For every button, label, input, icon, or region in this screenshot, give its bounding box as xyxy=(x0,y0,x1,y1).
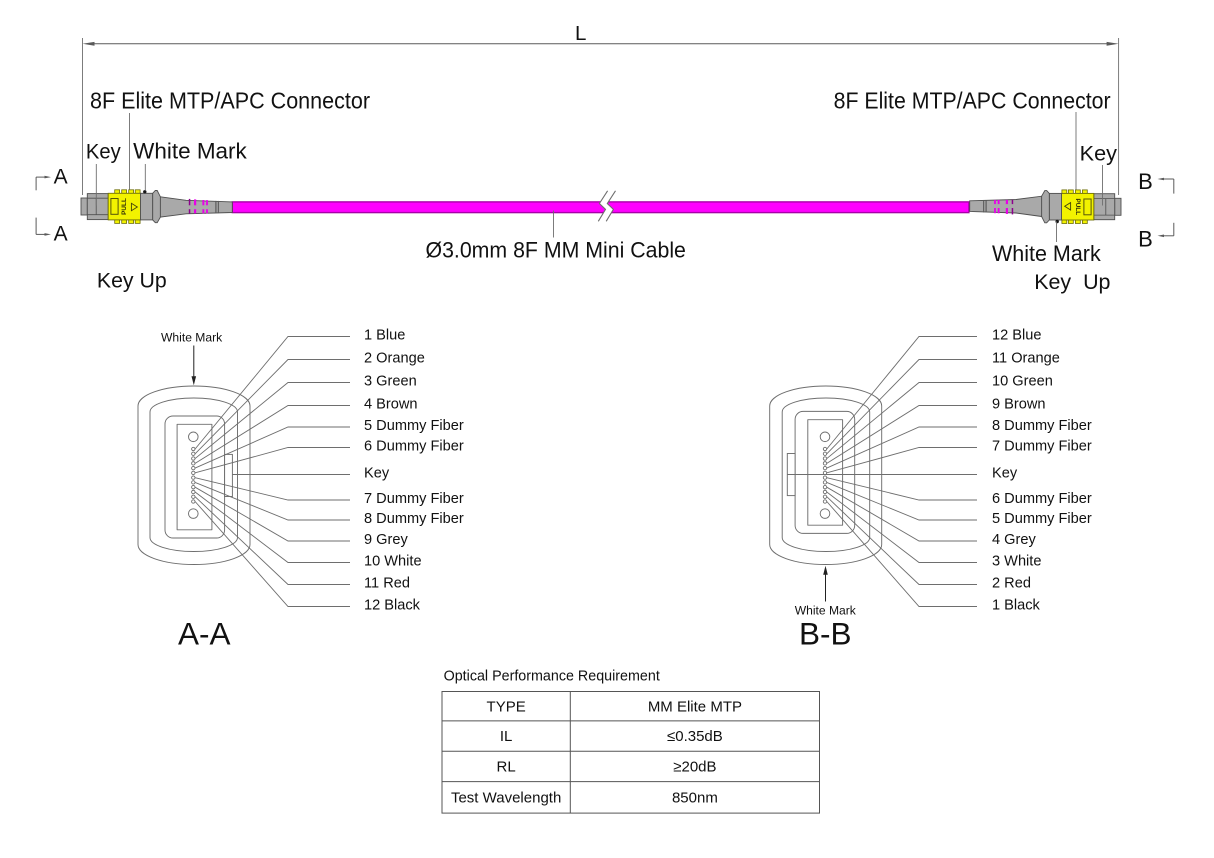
svg-text:B: B xyxy=(1138,226,1153,251)
svg-text:11 Red: 11 Red xyxy=(364,576,410,592)
svg-text:8F Elite MTP/APC Connector: 8F Elite MTP/APC Connector xyxy=(90,88,370,114)
svg-text:Key Up: Key Up xyxy=(1034,270,1110,294)
svg-text:9 Grey: 9 Grey xyxy=(364,532,408,548)
svg-text:Key: Key xyxy=(86,140,121,164)
svg-text:5 Dummy Fiber: 5 Dummy Fiber xyxy=(364,418,464,434)
svg-text:8F Elite MTP/APC Connector: 8F Elite MTP/APC Connector xyxy=(834,88,1111,114)
svg-text:12 Black: 12 Black xyxy=(364,598,421,614)
svg-text:White Mark: White Mark xyxy=(161,331,223,345)
svg-text:12 Blue: 12 Blue xyxy=(992,328,1042,344)
svg-text:4 Brown: 4 Brown xyxy=(364,397,418,413)
svg-text:PULL: PULL xyxy=(121,198,128,215)
svg-text:1 Blue: 1 Blue xyxy=(364,328,405,344)
svg-text:RL: RL xyxy=(497,759,516,776)
svg-text:8 Dummy Fiber: 8 Dummy Fiber xyxy=(364,511,464,527)
svg-text:Test Wavelength: Test Wavelength xyxy=(451,789,561,806)
svg-text:5 Dummy Fiber: 5 Dummy Fiber xyxy=(992,511,1092,527)
svg-text:A: A xyxy=(54,165,68,188)
svg-text:6 Dummy Fiber: 6 Dummy Fiber xyxy=(364,439,464,455)
svg-text:MM Elite MTP: MM Elite MTP xyxy=(648,698,742,715)
svg-text:850nm: 850nm xyxy=(672,789,718,806)
svg-text:1 Black: 1 Black xyxy=(992,598,1041,614)
svg-text:Ø3.0mm 8F MM Mini Cable: Ø3.0mm 8F MM Mini Cable xyxy=(426,238,686,263)
svg-text:6 Dummy Fiber: 6 Dummy Fiber xyxy=(992,491,1092,507)
svg-text:7 Dummy Fiber: 7 Dummy Fiber xyxy=(992,439,1092,455)
svg-text:Key: Key xyxy=(364,466,390,482)
svg-text:B-B: B-B xyxy=(799,615,852,651)
svg-text:White Mark: White Mark xyxy=(795,603,857,617)
svg-text:4 Grey: 4 Grey xyxy=(992,532,1036,548)
svg-text:3 Green: 3 Green xyxy=(364,374,417,390)
svg-text:A: A xyxy=(54,223,68,246)
svg-text:≤0.35dB: ≤0.35dB xyxy=(667,728,723,745)
svg-text:Key: Key xyxy=(992,466,1018,482)
svg-text:11 Orange: 11 Orange xyxy=(992,351,1060,367)
svg-text:9 Brown: 9 Brown xyxy=(992,397,1046,413)
svg-text:2 Orange: 2 Orange xyxy=(364,351,425,367)
svg-text:10 White: 10 White xyxy=(364,554,422,570)
svg-text:10 Green: 10 Green xyxy=(992,374,1053,390)
svg-text:White Mark: White Mark xyxy=(133,139,248,164)
svg-text:Key: Key xyxy=(1080,142,1118,166)
svg-text:TYPE: TYPE xyxy=(487,698,526,715)
svg-text:≥20dB: ≥20dB xyxy=(673,759,716,776)
svg-text:B: B xyxy=(1138,169,1153,194)
svg-text:2 Red: 2 Red xyxy=(992,576,1031,592)
svg-text:8 Dummy Fiber: 8 Dummy Fiber xyxy=(992,418,1092,434)
svg-text:3 White: 3 White xyxy=(992,554,1041,570)
svg-text:Key Up: Key Up xyxy=(97,269,167,293)
svg-text:L: L xyxy=(575,22,586,45)
svg-text:Optical Performance Requiremen: Optical Performance Requirement xyxy=(444,669,660,685)
svg-text:White Mark: White Mark xyxy=(992,241,1102,266)
svg-text:A-A: A-A xyxy=(178,615,231,651)
svg-text:7 Dummy Fiber: 7 Dummy Fiber xyxy=(364,491,464,507)
svg-text:IL: IL xyxy=(500,728,513,745)
